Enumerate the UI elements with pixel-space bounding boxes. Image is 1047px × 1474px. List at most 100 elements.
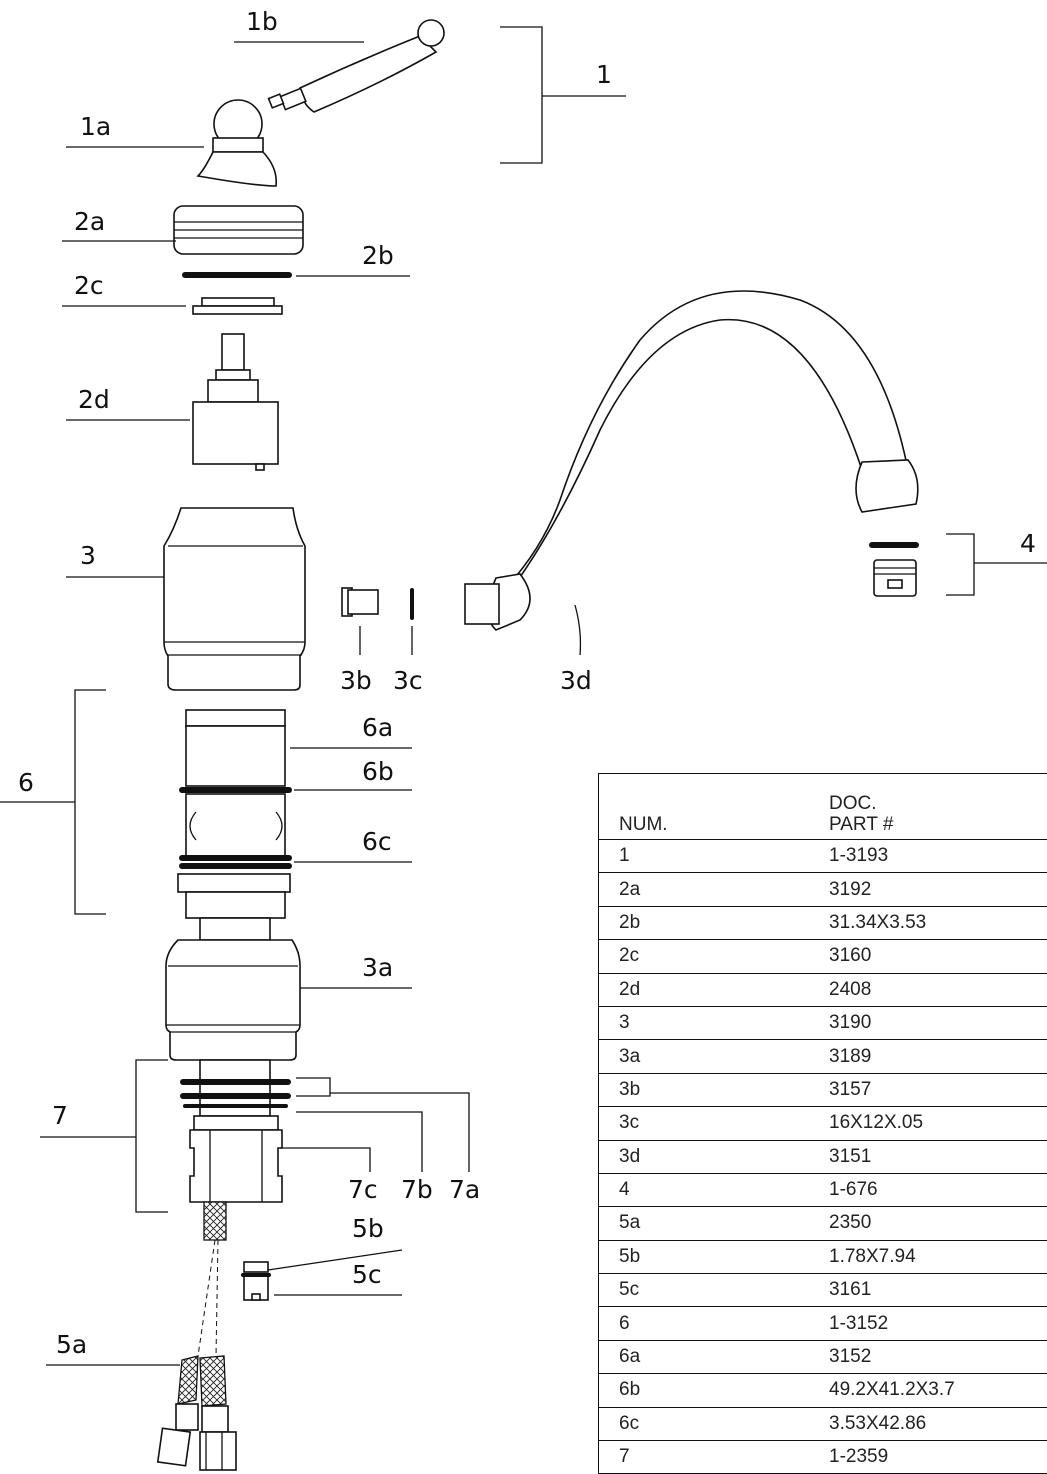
- callout-2a: 2a: [74, 207, 105, 236]
- row-num: 5c: [599, 1274, 810, 1307]
- header-doc-part: DOC.PART #: [809, 774, 1047, 840]
- aerator-4: [872, 545, 916, 596]
- row-part: 1-2359: [809, 1441, 1047, 1474]
- row-num: 6b: [599, 1374, 810, 1407]
- row-part: 3192: [809, 873, 1047, 906]
- row-part: 3152: [809, 1340, 1047, 1373]
- handle-base-1a: [198, 100, 276, 186]
- callout-1a: 1a: [80, 112, 111, 141]
- row-num: 2a: [599, 873, 810, 906]
- callout-2c: 2c: [74, 271, 104, 300]
- row-part: 1-676: [809, 1173, 1047, 1206]
- handle-lever-1b: [269, 20, 444, 112]
- callout-6c: 6c: [362, 827, 392, 856]
- row-num: 2b: [599, 906, 810, 939]
- row-part: 1.78X7.94: [809, 1240, 1047, 1273]
- cartridge-6a: [178, 710, 290, 918]
- header-doc: DOC.: [829, 793, 877, 814]
- callout-3a: 3a: [362, 953, 393, 982]
- row-num: 4: [599, 1173, 810, 1206]
- callout-5c: 5c: [352, 1260, 382, 1289]
- check-valve-5c: [244, 1262, 268, 1300]
- row-part: 3160: [809, 940, 1047, 973]
- callout-7a: 7a: [449, 1175, 480, 1204]
- callout-3c: 3c: [393, 666, 423, 695]
- row-num: 3: [599, 1006, 810, 1039]
- faucet-body-3: [164, 508, 305, 690]
- row-num: 3c: [599, 1107, 810, 1140]
- row-num: 2c: [599, 940, 810, 973]
- row-num: 6: [599, 1307, 810, 1340]
- callout-3: 3: [80, 541, 96, 570]
- row-num: 2d: [599, 973, 810, 1006]
- callout-5b: 5b: [352, 1214, 384, 1243]
- callout-1: 1: [596, 60, 612, 89]
- callout-7c: 7c: [348, 1175, 378, 1204]
- row-part: 2350: [809, 1207, 1047, 1240]
- callout-2d: 2d: [78, 385, 110, 414]
- row-part: 1-3152: [809, 1307, 1047, 1340]
- bushing-3b: [342, 588, 378, 616]
- row-part: 16X12X.05: [809, 1107, 1047, 1140]
- spout-3d: [465, 291, 918, 630]
- row-num: 3d: [599, 1140, 810, 1173]
- callout-1b: 1b: [246, 7, 278, 36]
- row-part: 3189: [809, 1040, 1047, 1073]
- callout-2b: 2b: [362, 241, 394, 270]
- callout-7: 7: [52, 1101, 68, 1130]
- row-num: 6a: [599, 1340, 810, 1373]
- cartridge-2d: [193, 334, 278, 470]
- row-part: 3157: [809, 1073, 1047, 1106]
- callout-6a: 6a: [362, 713, 393, 742]
- washer-2c: [193, 298, 282, 314]
- row-part: 1-3193: [809, 840, 1047, 873]
- cap-nut-2a: [174, 206, 303, 254]
- callout-3b: 3b: [340, 666, 372, 695]
- row-part: 3151: [809, 1140, 1047, 1173]
- bracket-1: [500, 27, 626, 163]
- row-part: 3190: [809, 1006, 1047, 1039]
- callout-4: 4: [1020, 529, 1036, 558]
- callout-7b: 7b: [401, 1175, 433, 1204]
- row-part: 49.2X41.2X3.7: [809, 1374, 1047, 1407]
- body-sleeve-3a: [166, 918, 300, 1060]
- row-part: 31.34X3.53: [809, 906, 1047, 939]
- table-header-row: NUM. DOC.PART #: [599, 774, 1047, 840]
- header-num: NUM.: [599, 774, 810, 840]
- row-num: 5a: [599, 1207, 810, 1240]
- row-num: 3a: [599, 1040, 810, 1073]
- row-num: 3b: [599, 1073, 810, 1106]
- callout-5a: 5a: [56, 1330, 87, 1359]
- row-part: 3.53X42.86: [809, 1407, 1047, 1440]
- row-num: 1: [599, 840, 810, 873]
- row-part: 3161: [809, 1274, 1047, 1307]
- callout-3d: 3d: [560, 666, 592, 695]
- header-part: PART #: [829, 814, 893, 835]
- row-num: 6c: [599, 1407, 810, 1440]
- row-num: 7: [599, 1441, 810, 1474]
- callout-6: 6: [18, 768, 34, 797]
- callout-6b: 6b: [362, 757, 394, 786]
- supply-hose-5a: [158, 1202, 236, 1470]
- row-num: 5b: [599, 1240, 810, 1273]
